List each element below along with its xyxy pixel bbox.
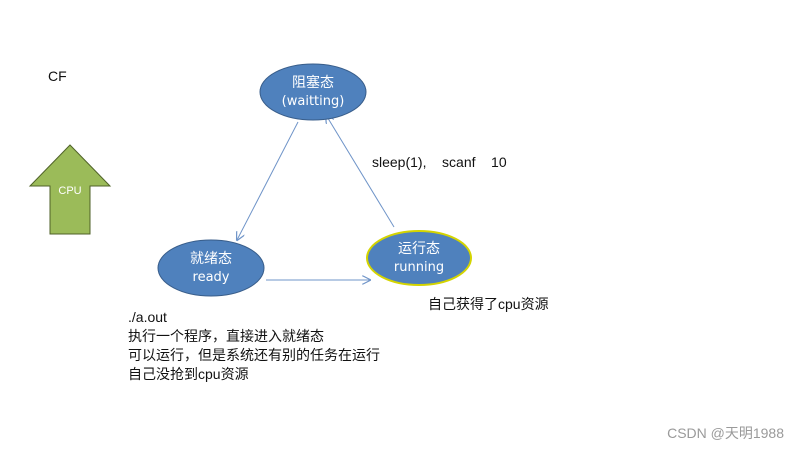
running-state-label: 运行态 running — [367, 240, 471, 276]
blocked-state-name: 阻塞态 — [292, 75, 334, 91]
blocked-state-label: 阻塞态 (waitting) — [260, 74, 366, 110]
ready-state-label: 就绪态 ready — [158, 250, 264, 286]
edge-running-to-blocked — [326, 115, 395, 228]
edge-label-sleep-scanf: sleep(1), scanf 10 — [372, 154, 507, 170]
ready-note-line: 自己没抢到cpu资源 — [128, 365, 249, 382]
ready-state-name: 就绪态 — [190, 251, 232, 267]
running-state-name: 运行态 — [398, 241, 440, 257]
cpu-label: CPU — [58, 185, 82, 197]
ready-note-line: 执行一个程序，直接进入就绪态 — [128, 327, 324, 344]
cpu-arrow-icon — [28, 144, 112, 235]
ready-note-line: 可以运行，但是系统还有别的任务在运行 — [128, 346, 380, 363]
ready-state-node — [157, 239, 265, 297]
running-state-node — [366, 230, 472, 286]
watermark: CSDN @天明1988 — [667, 425, 784, 441]
ready-state-sub: ready — [192, 269, 230, 285]
edge-blocked-to-ready — [237, 121, 299, 240]
running-state-sub: running — [393, 259, 445, 275]
blocked-state-node — [259, 63, 367, 121]
blocked-state-sub: (waitting) — [281, 93, 345, 109]
running-note: 自己获得了cpu资源 — [428, 296, 549, 312]
ready-note-line: ./a.out — [128, 309, 167, 325]
cf-label: CF — [48, 68, 67, 84]
ready-notes: ./a.out 执行一个程序，直接进入就绪态 可以运行，但是系统还有别的任务在运… — [128, 308, 380, 384]
